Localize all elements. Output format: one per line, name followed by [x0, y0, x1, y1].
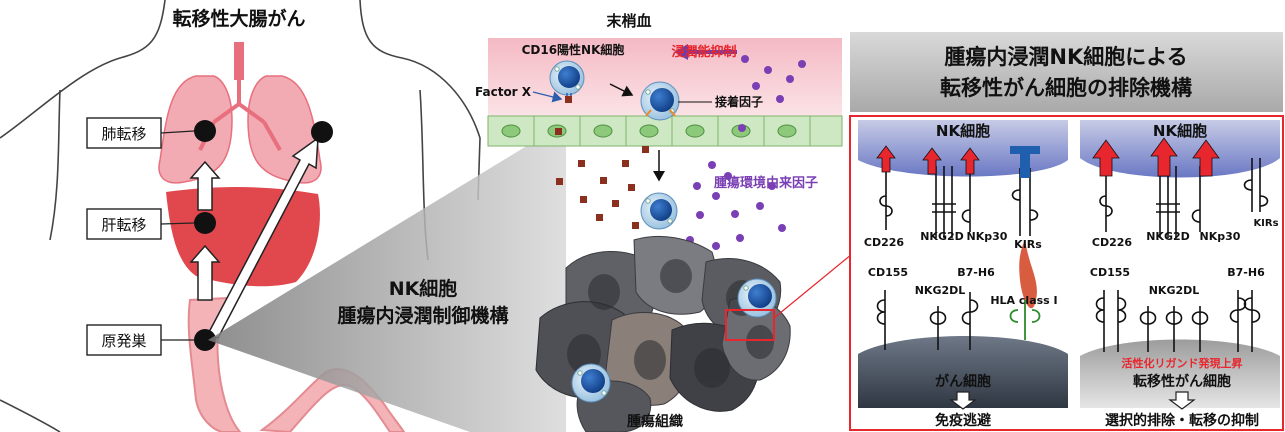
ligands-right: [1095, 290, 1261, 352]
zoom-cone: [208, 122, 566, 432]
receptors-left: [879, 166, 1039, 238]
selective-elimination-label: 選択的排除・転移の抑制: [1105, 412, 1259, 429]
hla-class-i: [1009, 240, 1041, 340]
receptor-nkg2d-left: NKG2D: [920, 230, 964, 243]
adhesion-marks: [645, 109, 676, 117]
hla-class-i-label: HLA class I: [990, 294, 1057, 307]
adhesion-label: 接着因子: [715, 94, 763, 109]
ligand-b7h6-right: B7-H6: [1227, 266, 1265, 279]
tumor-tissue-label: 腫瘍組織: [627, 413, 683, 430]
lung-metastasis-box: [86, 117, 162, 149]
inhibition-label: 浸潤能抑制: [671, 44, 736, 60]
nk-cell-label-left: NK細胞: [936, 122, 990, 140]
receptor-kirs-right: KIRs: [1253, 218, 1278, 229]
ligand-cd155-right: CD155: [1090, 266, 1130, 279]
receptor-nkp30-right: NKp30: [1200, 230, 1241, 243]
receptor-nkg2d-right: NKG2D: [1146, 230, 1190, 243]
down-arrow-left: [949, 391, 977, 410]
tumor-tissue: [535, 235, 791, 432]
peripheral-blood-label: 末梢血: [606, 12, 651, 30]
metastasis-arrows: [189, 136, 319, 339]
receptor-kirs-left: KIRs: [1014, 238, 1042, 251]
receptors-right: [1099, 158, 1269, 238]
ligand-nkg2dl-right: NKG2DL: [1149, 284, 1200, 297]
zoom-box: [725, 309, 775, 341]
zoom-line: [773, 253, 853, 319]
cancer-cell-label: がん細胞: [935, 373, 991, 390]
ligands-left: [876, 290, 979, 350]
migration-arrow: [609, 83, 634, 97]
ligand-cd155-left: CD155: [868, 266, 908, 279]
ligand-b7h6-left: B7-H6: [957, 266, 995, 279]
receptor-nkp30-left: NKp30: [967, 230, 1008, 243]
receptor-cd226-left: CD226: [864, 236, 905, 249]
primary-site-label: 原発巣: [101, 332, 146, 350]
factor-x-bound: [565, 96, 572, 103]
right-header-line2: 転移性がん細胞の排除機構: [940, 76, 1192, 100]
activation-arrows-left: [876, 145, 980, 175]
tumor-env-label: 腫瘍環境由来因子: [714, 175, 818, 191]
cancer-cell-membrane-left: [858, 336, 1068, 408]
nk-cell: [737, 278, 777, 318]
cancer-cell-membrane-right: [1080, 339, 1280, 408]
immune-escape-label: 免疫逃避: [935, 412, 991, 429]
nk-cell: [549, 60, 585, 96]
inhibition-arrow: [674, 44, 737, 60]
factor-x-label: Factor X: [475, 85, 532, 99]
right-header-line1: 腫瘍内浸潤NK細胞による: [944, 45, 1187, 69]
inhibitory-signal-icon: [1010, 146, 1040, 178]
nk-cells: [549, 60, 777, 403]
lungs: [158, 42, 322, 184]
nk-mechanism-title-2: 腫瘍内浸潤制御機構: [337, 304, 508, 327]
factor-x-pointer: [532, 91, 563, 103]
ligand-upregulation-label: 活性化リガンド発現上昇: [1122, 356, 1243, 370]
liver-metastasis-label: 肝転移: [101, 216, 146, 234]
cd16-nk-label: CD16陽性NK細胞: [522, 42, 625, 57]
metastatic-cancer-label: 転移性がん細胞: [1133, 373, 1231, 390]
nk-mechanism-title-1: NK細胞: [389, 277, 458, 300]
panel-title: 転移性大腸がん: [172, 7, 305, 30]
tumor-sites: [194, 120, 333, 351]
nk-cell: [571, 363, 611, 403]
ligand-nkg2dl-left: NKG2DL: [915, 284, 966, 297]
lung-metastasis-label: 肺転移: [101, 125, 146, 143]
right-header: [850, 32, 1283, 112]
primary-site-box: [86, 324, 162, 356]
nk-cell: [640, 192, 678, 230]
nk-cell-membrane-right: [1080, 120, 1280, 178]
endothelium: [487, 115, 843, 147]
down-arrow-right: [1168, 391, 1196, 410]
factor-x-particles: [555, 66, 649, 229]
receptor-cd226-right: CD226: [1092, 236, 1133, 249]
body-outline: [0, 0, 481, 432]
activation-arrows-right: [1092, 137, 1220, 177]
nk-cell-membrane-left: [858, 120, 1068, 177]
tumor-env-factors: [686, 55, 806, 250]
nk-cell-label-right: NK細胞: [1153, 122, 1207, 140]
liver-metastasis-box: [86, 208, 162, 240]
